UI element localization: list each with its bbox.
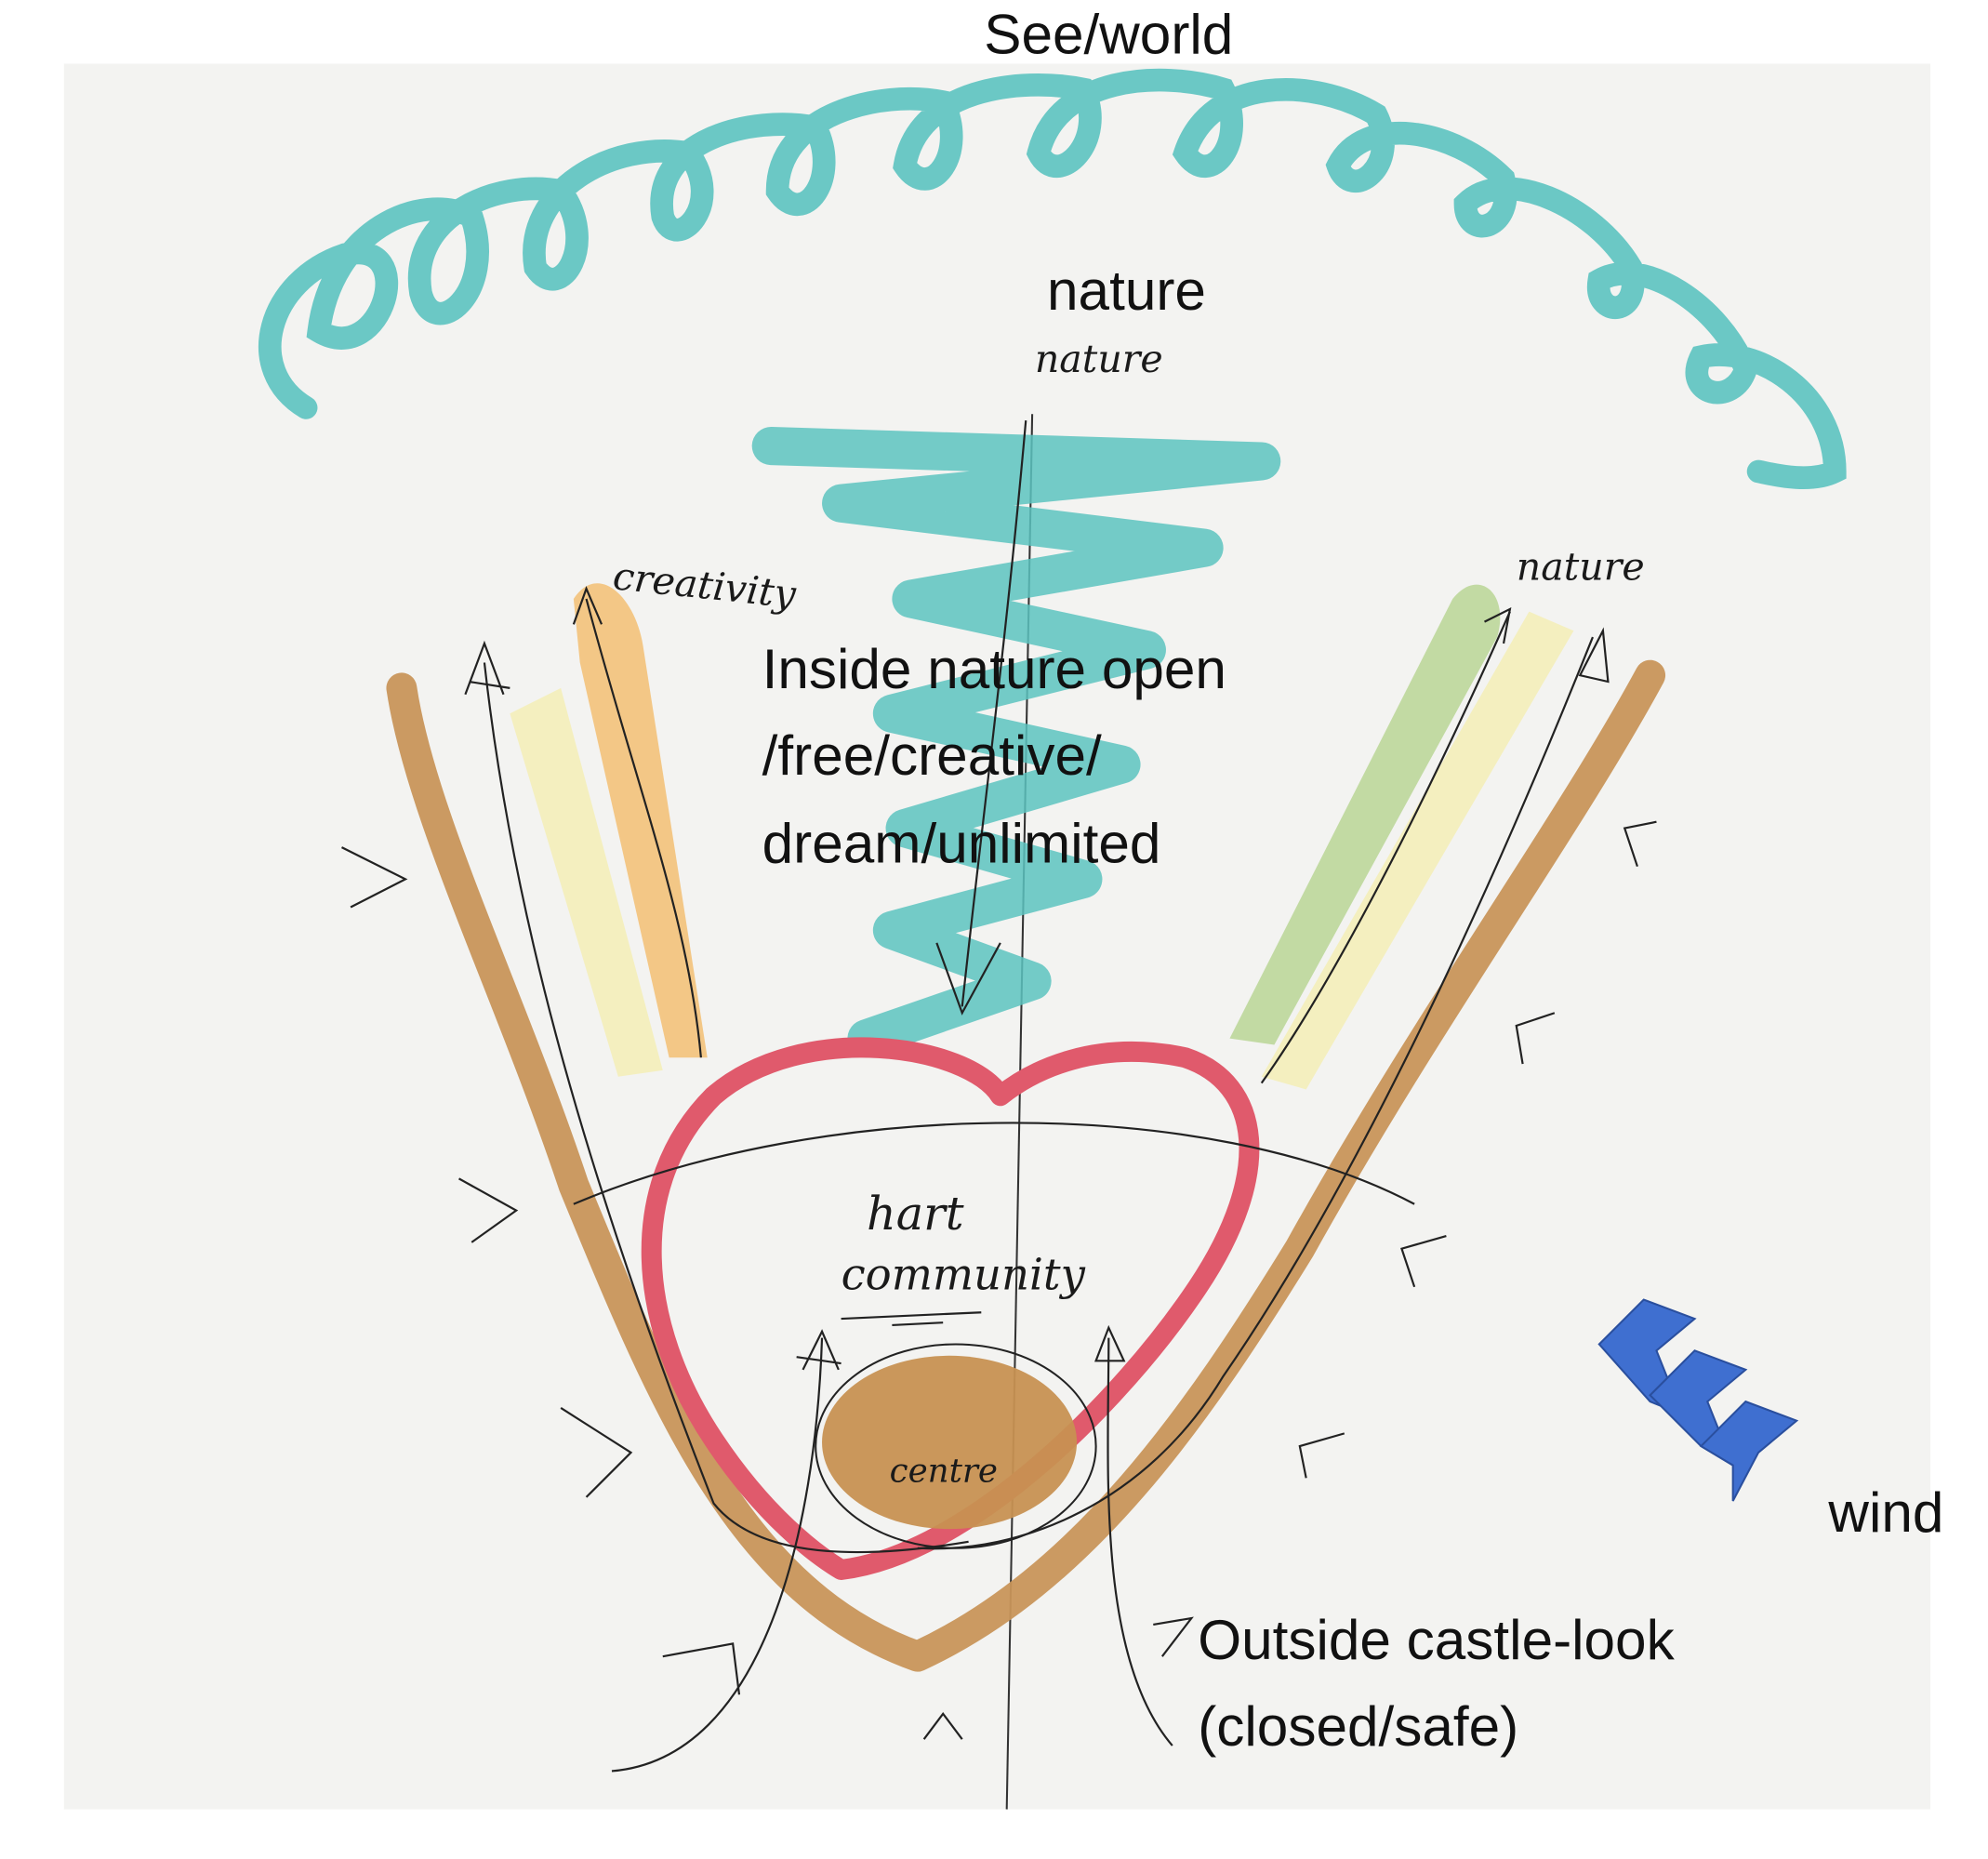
pen-arrows	[464, 420, 1610, 1773]
label-outside-line2: (closed/safe)	[1198, 1694, 1518, 1758]
label-nature: nature	[1047, 259, 1206, 322]
label-wind: wind	[1827, 1481, 1943, 1544]
handwritten-nature-right: nature	[1517, 544, 1645, 589]
brown-v-shape	[386, 659, 1666, 1672]
label-inside-line2: /free/creative/	[762, 724, 1102, 787]
teal-zigzag	[751, 426, 1281, 1058]
handwritten-nature-top: nature	[1035, 337, 1163, 381]
green-stripe	[1229, 584, 1501, 1045]
centre-blob	[822, 1355, 1078, 1530]
wind-chevron-icons	[1597, 1298, 1799, 1502]
yellow-stripe-left	[510, 687, 663, 1077]
title-see-world: See/world	[984, 3, 1233, 66]
wind-direction-marks	[341, 820, 1657, 1740]
paper-background	[63, 63, 1931, 1810]
red-heart	[641, 1037, 1260, 1580]
handwritten-community: community	[842, 1250, 1086, 1300]
handwritten-centre: centre	[890, 1452, 998, 1490]
teal-loop-arc	[258, 68, 1847, 489]
yellow-stripe-right	[1261, 611, 1574, 1090]
center-axis-line	[1005, 414, 1034, 1810]
label-inside-line1: Inside nature open	[762, 637, 1226, 700]
label-inside-line3: dream/unlimited	[762, 812, 1161, 875]
label-outside-line1: Outside castle-look	[1198, 1608, 1675, 1671]
handwritten-heart: hart	[867, 1187, 964, 1241]
orange-stripe	[573, 583, 708, 1058]
